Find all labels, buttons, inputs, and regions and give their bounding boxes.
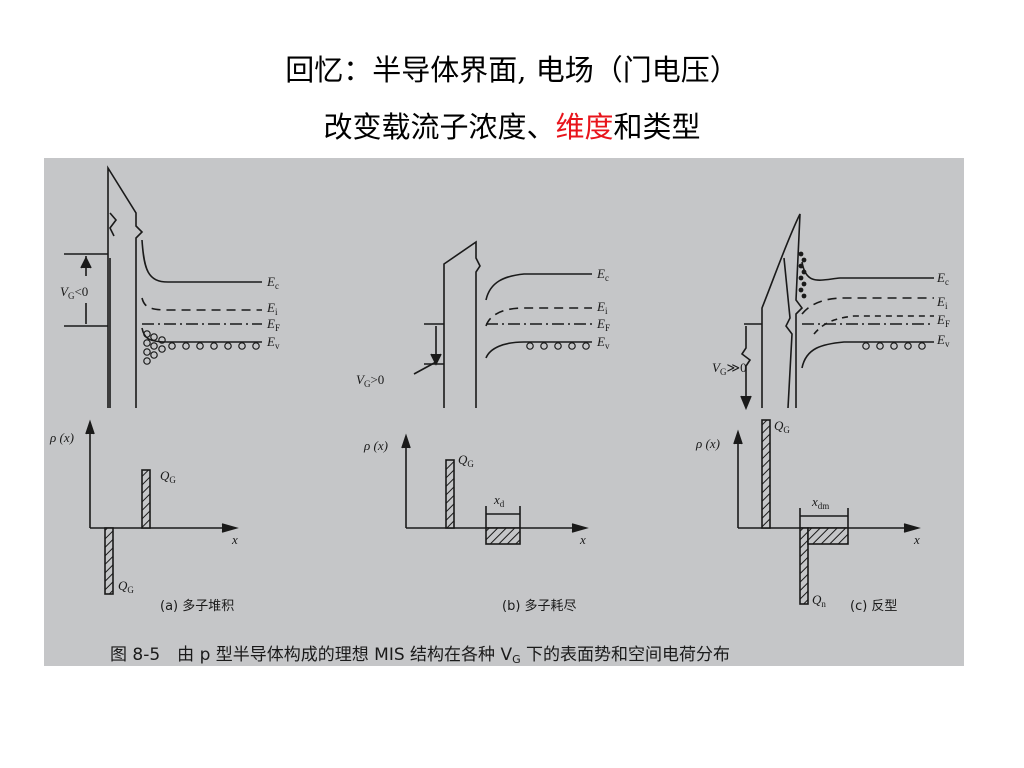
panel-a-rho-arrowhead [85,419,95,435]
panel-c-label-ev: Ev [936,332,950,349]
panel-b-holes [526,342,590,350]
panel-b-caption: (b) 多子耗尽 [502,598,577,614]
panel-a-band-ev [141,327,262,343]
panel-a-oxide-notch [109,212,118,237]
panel-c-label-ef: EF [936,312,950,329]
panel-c-vg-label: VG≫0 [712,360,747,377]
panel-c-caption: (c) 反型 [850,599,897,614]
panel-c-labels: Ec Ei EF Ev VG≫0 ρ (x) x QG Qn xdm (c) 反… [695,270,950,614]
panel-a [64,165,262,595]
panel-a-vg-arrowhead [80,256,92,269]
panel-a-label-ei: Ei [266,300,278,317]
panel-a-vg-label: VG<0 [60,284,88,301]
panel-b-metal-outline [443,240,481,408]
panel-b-band-ec [485,273,592,301]
panel-a-x-label: x [231,532,238,547]
panel-b-band-ei [485,307,592,327]
panel-c-holes [862,342,926,350]
panel-a-metal-outline [107,165,144,408]
title-line2-end: 和类型 [613,110,701,144]
panel-a-qg-positive-bar [141,469,151,529]
panel-c-xdm-label: xdm [811,494,829,511]
panel-c [733,213,934,605]
panel-a-qg-pos-label: QG [160,468,176,485]
slide-title-line1: 回忆：半导体界面, 电场（门电压） [285,53,739,87]
panel-a-caption: (a) 多子堆积 [160,598,234,614]
panel-a-x-arrowhead [221,523,239,533]
panel-b-label-ec: Ec [596,266,609,283]
panel-c-vg-arrowhead [740,395,752,411]
panel-c-qg-label: QG [774,418,790,435]
panel-c-depletion-charge-box [807,527,849,545]
panel-a-qg-negative-bar [104,527,114,595]
panel-b-x-label: x [579,532,586,547]
panel-b-depletion-charge-box [485,527,521,545]
panel-b-label-ef: EF [596,316,610,333]
panel-c-qn-bar [799,527,809,605]
panel-c-label-ec: Ec [936,270,949,287]
panel-b-x-arrowhead [571,523,589,533]
panel-c-oxide-line [783,257,793,409]
panel-a-holes [143,330,260,365]
panel-b-labels: Ec Ei EF Ev VG>0 ρ (x) x QG xd (b) 多子耗尽 [356,266,610,614]
panel-b [401,240,592,545]
panel-a-rho-label: ρ (x) [49,430,74,445]
panel-a-label-ef: EF [266,316,280,333]
panel-b-band-ev [485,341,592,359]
panel-b-label-ev: Ev [596,334,610,351]
panel-b-qg-label: QG [458,452,474,469]
panel-c-band-ec [801,261,934,281]
panel-a-band-ei [141,297,262,311]
panel-c-electrons [798,251,807,299]
panel-b-qg-bar [445,459,455,529]
figure-caption: 图 8-5 由 p 型半导体构成的理想 MIS 结构在各种 VG 下的表面势和空… [110,645,730,666]
panel-b-rho-arrowhead [401,433,411,449]
panel-a-label-ec: Ec [266,274,279,291]
panel-a-label-ev: Ev [266,334,280,351]
panel-b-vg-arrowhead [430,353,442,366]
panel-c-rho-label: ρ (x) [695,436,720,451]
panel-c-rho-arrowhead [733,429,743,445]
panel-c-band-ef2 [813,315,934,335]
panel-c-qn-label: Qn [812,592,826,609]
panel-c-label-ei: Ei [936,294,948,311]
title-highlight-word: 维度 [555,110,614,144]
panel-a-qg-neg-label: QG [118,578,134,595]
panel-a-labels: Ec Ei EF Ev VG<0 ρ (x) x QG QG (a) 多子堆积 [49,274,280,614]
mis-band-diagram-figure: Ec Ei EF Ev VG<0 ρ (x) x QG QG (a) 多子堆积 [44,158,964,666]
panel-c-x-label: x [913,532,920,547]
panel-c-metal-outline [761,213,804,408]
panel-c-x-arrowhead [903,523,921,533]
panel-c-vg-arrow [740,326,752,406]
panel-b-vg-leader [413,361,437,375]
panel-b-rho-label: ρ (x) [363,438,388,453]
panel-b-vg-label: VG>0 [356,372,384,389]
panel-a-band-ec [141,239,262,283]
panel-b-label-ei: Ei [596,299,608,316]
figure-svg: Ec Ei EF Ev VG<0 ρ (x) x QG QG (a) 多子堆积 [49,165,950,666]
panel-c-band-ev [801,341,934,369]
panel-b-xd-label: xd [493,492,505,509]
panel-c-qg-bar [761,419,771,529]
slide-title-line2: 改变载流子浓度、维度和类型 [0,113,1024,142]
panel-c-band-ei [801,297,934,315]
title-line2-start: 改变载流子浓度、 [323,110,556,144]
